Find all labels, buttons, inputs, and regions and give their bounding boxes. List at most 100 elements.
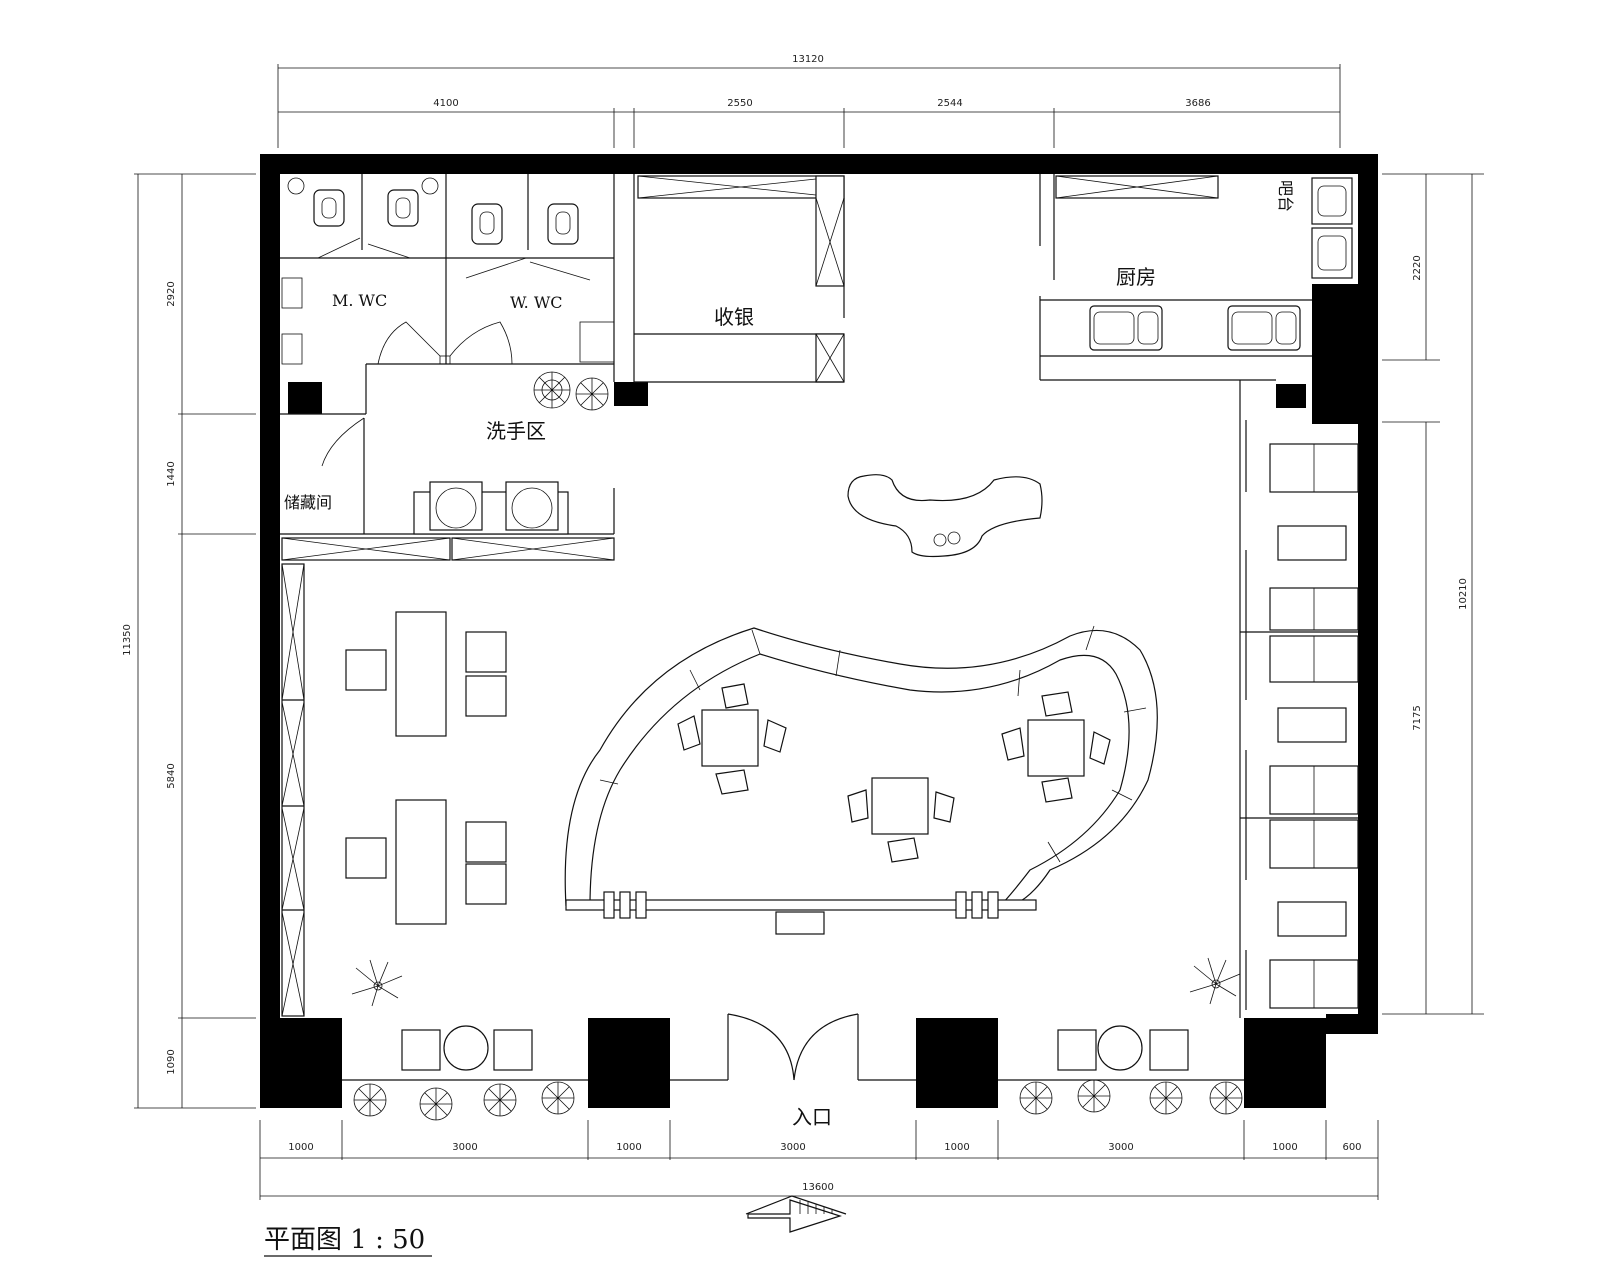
north-arrow-icon: [745, 1195, 847, 1233]
dim-left-3: 5840: [166, 763, 177, 788]
entrance: 入口: [401, 1013, 1189, 1129]
chair-icon: [1149, 1029, 1189, 1071]
chair-icon: [345, 649, 387, 691]
label-kitchen: 厨房: [1116, 265, 1156, 289]
chair-icon: [1057, 1029, 1097, 1071]
table-icon: [395, 799, 447, 925]
table-icon: [1027, 719, 1085, 777]
dimensions-left: 11350 2920 1440 5840 1090: [122, 173, 256, 1109]
dimensions-bottom: 1000 3000 1000 3000 1000 3000 1000 600 1…: [259, 1120, 1379, 1200]
chair-icon: [1269, 819, 1359, 869]
chair-icon: [721, 683, 749, 709]
plant-icon: [1149, 1081, 1183, 1115]
plant-icon: [533, 371, 571, 409]
plant-icon: [1019, 1081, 1053, 1115]
plant-icon: [351, 959, 403, 1007]
label-men-wc: M. WC: [332, 291, 387, 310]
dim-bottom-3: 1000: [616, 1142, 641, 1153]
label-cashier: 收银: [714, 305, 754, 329]
chair-icon: [933, 791, 955, 823]
booth-seating: [1239, 380, 1359, 1018]
sink-icon: [1089, 305, 1163, 351]
chair-icon: [493, 1029, 533, 1071]
chair-icon: [677, 715, 701, 751]
chair-icon: [1269, 959, 1359, 1009]
sink-icon: [505, 481, 559, 531]
lounge-island: [564, 625, 1158, 935]
dim-left-total: 11350: [122, 624, 133, 656]
chair-icon: [847, 789, 869, 823]
table-icon: [395, 611, 447, 737]
toilet-icon: [547, 203, 579, 245]
page-title: 平面图 1 : 50: [264, 1225, 425, 1255]
label-storage: 储藏间: [284, 493, 332, 512]
dim-top-1: 4100: [433, 98, 458, 109]
dim-bottom-total: 13600: [802, 1182, 834, 1193]
toilet-icon: [471, 203, 503, 245]
center-counter: [847, 474, 1043, 558]
dim-left-4: 1090: [166, 1049, 177, 1074]
table-icon: [1277, 707, 1347, 743]
cashier-area: 收银: [633, 174, 845, 383]
plant-icon: [353, 1083, 387, 1117]
table-icon: [443, 1025, 489, 1071]
chair-icon: [1041, 777, 1073, 803]
dim-top-4: 3686: [1185, 98, 1210, 109]
plant-icon: [419, 1087, 453, 1121]
dim-bottom-5: 1000: [944, 1142, 969, 1153]
chair-icon: [1269, 765, 1359, 815]
dim-bottom-1: 1000: [288, 1142, 313, 1153]
dim-top-total: 13120: [792, 54, 824, 65]
dim-top-2: 2550: [727, 98, 752, 109]
chair-icon: [763, 719, 787, 753]
chair-icon: [1041, 691, 1073, 717]
chair-icon: [1269, 443, 1359, 493]
dim-bottom-6: 3000: [1108, 1142, 1133, 1153]
dim-right-2: 7175: [1412, 705, 1423, 730]
plant-icon: [1189, 957, 1241, 1005]
dim-top-3: 2544: [937, 98, 962, 109]
dim-bottom-2: 3000: [452, 1142, 477, 1153]
chair-icon: [465, 863, 507, 905]
label-entrance: 入口: [792, 1105, 832, 1129]
label-women-wc: W. WC: [510, 293, 563, 312]
label-wash-area: 洗手区: [486, 419, 546, 443]
table-icon: [701, 709, 759, 767]
plant-icon: [575, 377, 609, 411]
chair-icon: [887, 837, 919, 863]
label-side: 吧台: [1276, 180, 1295, 212]
dimensions-right: 2220 7175 10210: [1382, 173, 1484, 1015]
sink-icon: [1227, 305, 1301, 351]
dim-left-1: 2920: [166, 281, 177, 306]
plant-icon: [483, 1083, 517, 1117]
walls: [260, 154, 1378, 1108]
dim-bottom-4: 3000: [780, 1142, 805, 1153]
chair-icon: [345, 837, 387, 879]
sink-icon: [429, 481, 483, 531]
front-plants: [351, 957, 1243, 1121]
chair-icon: [401, 1029, 441, 1071]
table-icon: [871, 777, 929, 835]
dim-left-2: 1440: [166, 461, 177, 486]
chair-icon: [465, 675, 507, 717]
table-icon: [1277, 901, 1347, 937]
dim-bottom-7: 1000: [1272, 1142, 1297, 1153]
chair-icon: [1269, 635, 1359, 683]
toilet-icon: [313, 189, 345, 227]
wash-area: 洗手区 储藏间: [280, 371, 615, 561]
table-icon: [1097, 1025, 1143, 1071]
dim-right-1: 2220: [1412, 255, 1423, 280]
dimensions-top: 13120 4100 2550 2544 3686: [277, 54, 1341, 148]
kitchen: 厨房 吧台: [1039, 174, 1353, 381]
chair-icon: [1089, 731, 1111, 765]
left-dining: [281, 563, 507, 1017]
plant-icon: [541, 1081, 575, 1115]
dim-right-total: 10210: [1458, 578, 1469, 610]
toilet-icon: [387, 189, 419, 227]
chair-icon: [1269, 587, 1359, 631]
restroom-block: M. WC W. WC: [280, 174, 615, 415]
plant-icon: [1209, 1081, 1243, 1115]
chair-icon: [465, 631, 507, 673]
chair-icon: [465, 821, 507, 863]
